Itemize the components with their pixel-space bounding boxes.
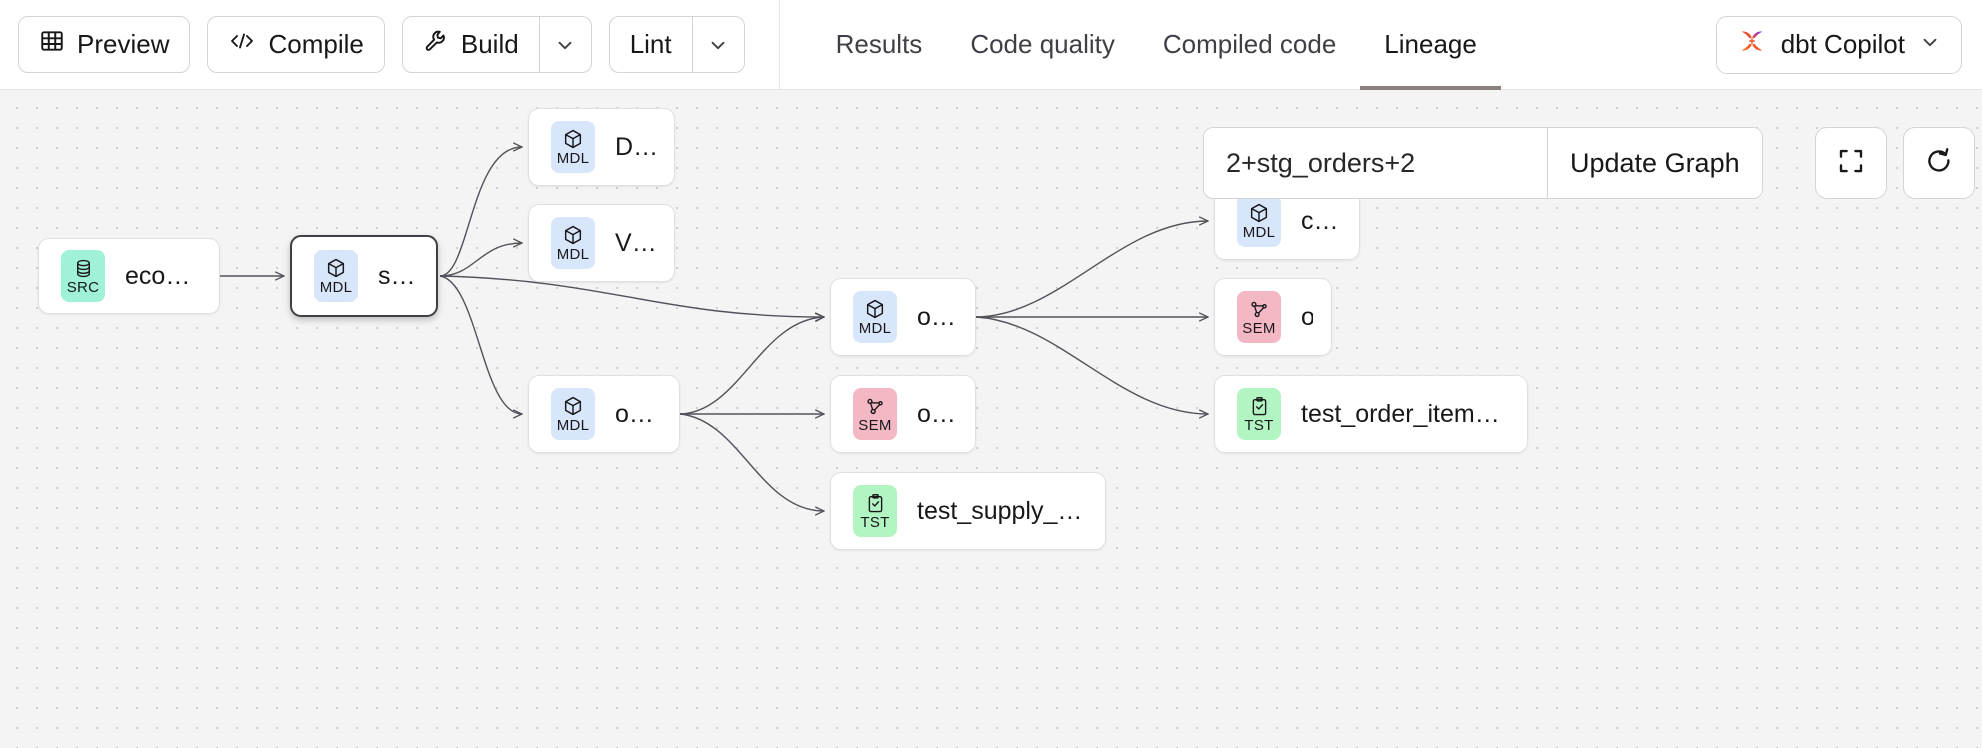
- lineage-node-label: ecom.raw_orders: [125, 261, 201, 290]
- panel-tabs: Results Code quality Compiled code Linea…: [812, 0, 1501, 90]
- build-button-label: Build: [460, 29, 519, 59]
- database-icon: [73, 258, 94, 279]
- lineage-node-orders_sem[interactable]: SEM orders: [1214, 278, 1332, 356]
- lineage-node-orders_mdl[interactable]: MDL orders: [830, 278, 976, 356]
- graph-nodes-icon: [1248, 298, 1270, 320]
- lineage-node-ve_demo[interactable]: MDL VE_Demo: [528, 204, 675, 282]
- node-type-badge-sem: SEM: [1237, 291, 1281, 343]
- node-type-label: MDL: [556, 246, 590, 263]
- lineage-node-test_order_items[interactable]: TST test_order_items_compute_to_bools_c…: [1214, 375, 1528, 453]
- tab-results-label: Results: [835, 29, 923, 59]
- lineage-node-label: stg_orders: [378, 261, 418, 290]
- build-button-group: Build: [401, 16, 592, 73]
- fullscreen-icon: [1836, 146, 1866, 181]
- clipboard-check-icon: [1249, 396, 1270, 417]
- chevron-down-icon: [1919, 29, 1941, 60]
- build-button[interactable]: Build: [403, 17, 539, 72]
- refresh-icon: [1924, 146, 1954, 181]
- clipboard-check-icon: [865, 493, 886, 514]
- tab-code-quality-label: Code quality: [970, 29, 1115, 59]
- node-type-badge-mdl: MDL: [551, 388, 595, 440]
- build-dropdown-toggle[interactable]: [538, 17, 591, 72]
- node-type-label: MDL: [1242, 224, 1276, 241]
- node-type-label: SEM: [858, 417, 892, 434]
- tab-compiled-code[interactable]: Compiled code: [1139, 0, 1360, 90]
- cube-icon: [325, 257, 347, 279]
- lineage-node-label: customers: [1301, 206, 1341, 235]
- dbt-copilot-button[interactable]: dbt Copilot: [1715, 15, 1962, 74]
- graph-controls: Update Graph: [1203, 127, 1975, 199]
- lineage-node-stg_orders[interactable]: MDL stg_orders: [290, 235, 438, 317]
- graph-query-box: Update Graph: [1203, 127, 1763, 199]
- lineage-node-order_items[interactable]: MDL order_items: [528, 375, 680, 453]
- tab-compiled-code-label: Compiled code: [1162, 29, 1337, 59]
- node-type-badge-mdl: MDL: [551, 217, 595, 269]
- graph-selector-input[interactable]: [1204, 128, 1547, 198]
- node-type-label: TST: [860, 513, 890, 531]
- tab-results[interactable]: Results: [812, 0, 947, 90]
- node-type-badge-mdl: MDL: [551, 121, 595, 173]
- tab-lineage[interactable]: Lineage: [1360, 0, 1501, 90]
- lineage-node-label: Demo: [615, 132, 656, 161]
- node-type-label: SEM: [1242, 320, 1276, 337]
- edge-group: [220, 147, 1208, 511]
- tab-code-quality[interactable]: Code quality: [946, 0, 1139, 90]
- lineage-node-order_item_sem[interactable]: SEM order_item: [830, 375, 976, 453]
- tab-lineage-label: Lineage: [1384, 29, 1477, 59]
- lint-button-label: Lint: [629, 29, 672, 59]
- lineage-node-demo[interactable]: MDL Demo: [528, 108, 675, 186]
- node-type-label: MDL: [319, 279, 353, 296]
- header-right-area: dbt Copilot: [1715, 15, 1982, 74]
- wrench-icon: [423, 28, 449, 61]
- chevron-down-icon: [707, 34, 729, 56]
- cube-icon: [562, 395, 584, 417]
- node-type-label: TST: [1244, 416, 1274, 434]
- lineage-node-label: test_supply_costs_sum_correctly: [917, 496, 1087, 525]
- lineage-node-ecom_raw_orders[interactable]: SRC ecom.raw_orders: [38, 238, 220, 314]
- lineage-node-label: orders: [917, 302, 957, 331]
- node-type-badge-tst: TST: [853, 485, 897, 537]
- lineage-node-test_supply[interactable]: TST test_supply_costs_sum_correctly: [830, 472, 1106, 550]
- lineage-node-label: orders: [1301, 303, 1313, 332]
- node-type-label: MDL: [556, 150, 590, 167]
- lint-button-group: Lint: [608, 16, 745, 73]
- node-type-label: MDL: [858, 320, 892, 337]
- node-type-badge-mdl: MDL: [853, 291, 897, 343]
- node-type-badge-mdl: MDL: [1237, 195, 1281, 247]
- toolbar-divider: [778, 0, 780, 90]
- editor-toolbar: Preview Compile: [0, 0, 745, 89]
- cube-icon: [1248, 202, 1270, 224]
- cube-icon: [562, 128, 584, 150]
- chevron-down-icon: [554, 34, 576, 56]
- preview-button-label: Preview: [77, 29, 170, 59]
- code-icon: [228, 28, 256, 61]
- app-header: Preview Compile: [0, 0, 1982, 90]
- node-type-label: MDL: [556, 417, 590, 434]
- lineage-node-label: test_order_items_compute_to_bools_c…: [1301, 399, 1509, 428]
- node-type-badge-mdl: MDL: [314, 250, 358, 302]
- lineage-node-label: VE_Demo: [615, 228, 656, 257]
- refresh-button[interactable]: [1902, 127, 1975, 199]
- update-graph-button[interactable]: Update Graph: [1547, 128, 1762, 198]
- lint-button[interactable]: Lint: [610, 17, 692, 72]
- node-type-badge-src: SRC: [61, 250, 105, 302]
- table-icon: [39, 28, 65, 61]
- dbt-copilot-label: dbt Copilot: [1780, 29, 1905, 59]
- graph-nodes-icon: [864, 395, 886, 417]
- lint-dropdown-toggle[interactable]: [691, 17, 744, 72]
- node-type-label: SRC: [66, 278, 100, 296]
- node-type-badge-tst: TST: [1237, 388, 1281, 440]
- compile-button-label: Compile: [268, 29, 364, 59]
- dbt-copilot-icon: [1737, 26, 1767, 63]
- fullscreen-button[interactable]: [1814, 127, 1887, 199]
- node-type-badge-sem: SEM: [853, 388, 897, 440]
- cube-icon: [864, 298, 886, 320]
- preview-button[interactable]: Preview: [18, 16, 191, 73]
- cube-icon: [562, 224, 584, 246]
- lineage-node-label: order_item: [917, 399, 957, 428]
- lineage-node-label: order_items: [615, 399, 661, 428]
- compile-button[interactable]: Compile: [207, 16, 385, 73]
